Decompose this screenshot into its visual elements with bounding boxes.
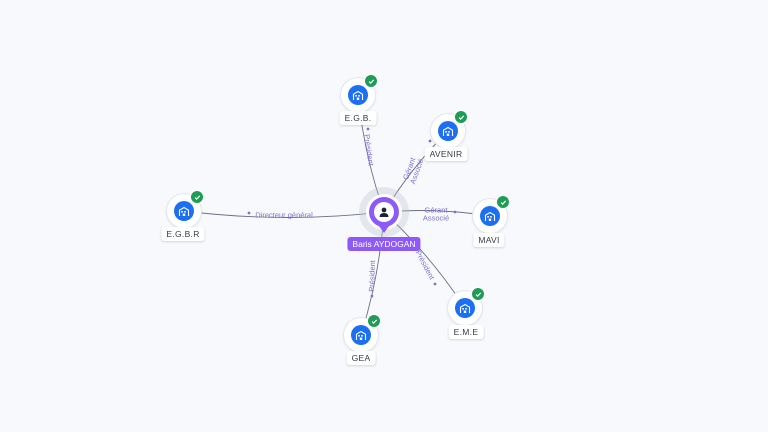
company-node-gea[interactable] [344, 314, 381, 352]
building-icon [174, 201, 194, 221]
verified-check-icon [496, 195, 510, 209]
relation-label-egbr: Directeur général [255, 211, 313, 220]
center-node-pointer [379, 226, 389, 233]
relation-label-egb: Président [362, 134, 375, 168]
building-icon [348, 85, 368, 105]
relation-arrow-egb [366, 127, 370, 131]
relation-label-line: Directeur général [255, 211, 313, 220]
company-label-avenir[interactable]: AVENIR [424, 147, 468, 161]
company-node-avenir[interactable] [431, 110, 468, 148]
verified-check-icon [190, 190, 204, 204]
relation-label-gea: Président [367, 259, 377, 292]
company-node-egbr[interactable] [167, 190, 204, 228]
company-node-mavi[interactable] [473, 195, 510, 233]
building-icon [438, 121, 458, 141]
verified-check-icon [471, 287, 485, 301]
person-icon [374, 202, 394, 222]
relation-label-line: Président [362, 134, 375, 168]
company-label-egbr[interactable]: E.G.B.R [161, 227, 205, 241]
relation-label-line: Gérant [425, 206, 449, 215]
company-label-mavi[interactable]: MAVI [473, 233, 505, 247]
building-icon [351, 325, 371, 345]
relation-arrow-egbr [247, 211, 251, 215]
company-label-egb[interactable]: E.G.B. [339, 111, 377, 125]
relation-label-avenir: GérantAssocié [401, 155, 426, 185]
relation-label-line: Associé [423, 214, 449, 223]
verified-check-icon [364, 74, 378, 88]
verified-check-icon [367, 314, 381, 328]
relation-arrow-gea [370, 294, 374, 298]
relation-edge-egbr [183, 210, 385, 218]
company-label-gea[interactable]: GEA [346, 351, 376, 365]
relation-arrow-avenir [428, 139, 432, 143]
relation-label-line: Président [367, 259, 377, 292]
center-person-node[interactable] [369, 197, 399, 227]
building-icon [480, 206, 500, 226]
company-label-eme[interactable]: E.M.E [448, 325, 484, 339]
relation-arrow-eme [433, 282, 437, 286]
relation-arrow-mavi [453, 210, 457, 214]
building-icon [455, 298, 475, 318]
center-person-label: Baris AYDOGAN [347, 237, 421, 251]
company-node-egb[interactable] [341, 74, 378, 112]
verified-check-icon [454, 110, 468, 124]
company-node-eme[interactable] [448, 287, 485, 325]
